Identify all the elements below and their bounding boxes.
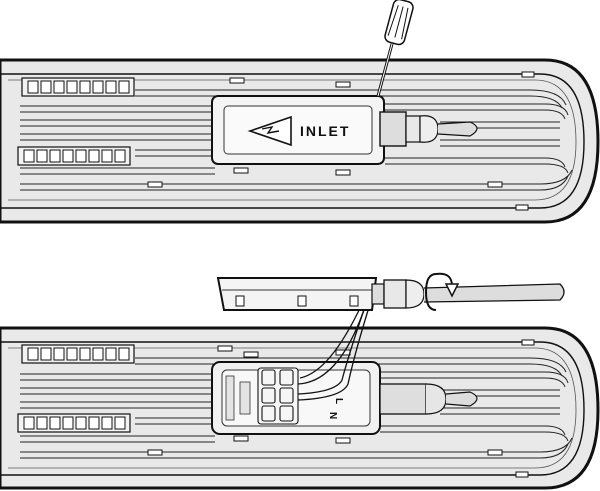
screwdriver-icon [376, 0, 414, 97]
removed-cover [216, 277, 378, 311]
wires [297, 303, 371, 401]
terminal-label-l: L [333, 398, 344, 404]
top-clips [147, 71, 535, 211]
bottom-clips [147, 339, 535, 478]
bottom-led-strip-upper [21, 344, 135, 364]
top-led-strip-upper [21, 77, 135, 97]
bottom-luminaire: L N [0, 272, 600, 490]
top-housing-inner-edge [0, 73, 585, 209]
top-cable-gland [379, 111, 439, 147]
terminal-block [257, 367, 299, 425]
top-ribs [20, 89, 573, 191]
terminal-label-n: N [327, 412, 338, 419]
bottom-ribs [20, 357, 573, 459]
top-cable [437, 121, 478, 137]
cover-cable-gland [371, 279, 425, 309]
bottom-cable-entry [379, 383, 478, 415]
inlet-cover: INLET [211, 95, 385, 165]
bottom-led-strip-lower [17, 413, 131, 433]
high-voltage-warning-icon [247, 115, 292, 147]
top-luminaire: INLET [0, 0, 600, 224]
rotate-arrow-icon [424, 272, 460, 311]
top-led-strip-lower [17, 146, 131, 166]
inlet-label: INLET [300, 123, 350, 139]
supply-cable [423, 283, 565, 303]
